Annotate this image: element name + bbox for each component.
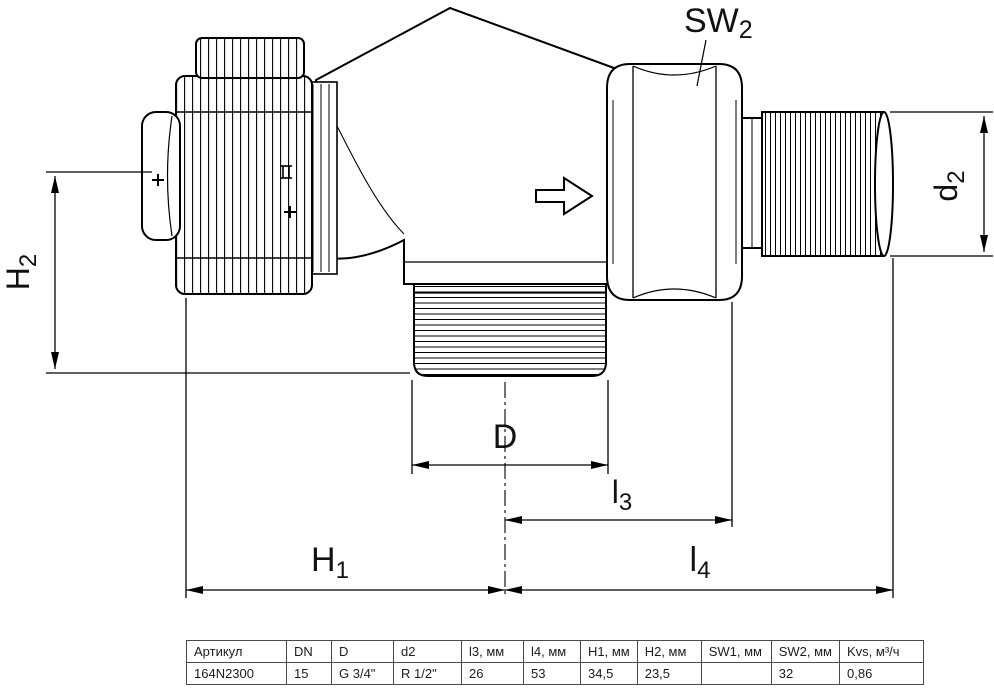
dim-label-d2: d2 <box>928 170 970 201</box>
dim-label-h1-main: H <box>311 541 336 579</box>
col-header-h2: H2, мм <box>636 640 702 663</box>
dim-label-sw2-main: SW <box>684 2 739 40</box>
dimension-h1 <box>185 298 505 598</box>
dim-label-d2-main: d <box>928 184 964 202</box>
col-header-d2: d2 <box>393 640 462 663</box>
dimension-d2 <box>890 111 993 257</box>
dim-label-l4-main: l <box>690 541 698 579</box>
dim-label-l4: l4 <box>690 541 711 584</box>
dim-label-d2-sub: 2 <box>943 170 970 183</box>
cell-d: G 3/4" <box>331 662 394 685</box>
cell-l3: 26 <box>461 662 524 685</box>
valve-technical-drawing: H2 d2 D l3 H1 l4 SW2 <box>0 2 993 598</box>
cell-d2: R 1/2" <box>393 662 462 685</box>
union-nut <box>606 63 743 301</box>
col-header-d: D <box>331 640 394 663</box>
dimension-l4 <box>505 258 894 598</box>
bottom-thread <box>413 283 607 377</box>
dimension-d <box>411 380 609 474</box>
dimension-h2 <box>46 171 410 374</box>
col-header-l4: l4, мм <box>523 640 581 663</box>
cell-h2: 23,5 <box>636 662 702 685</box>
col-header-dn: DN <box>286 640 332 663</box>
cell-kvs: 0,86 <box>839 662 924 685</box>
plus-mark-stem <box>284 206 296 218</box>
cell-articul: 164N2300 <box>186 662 287 685</box>
spec-table-data-row: 164N2300 15 G 3/4" R 1/2" 26 53 34,5 23,… <box>186 662 924 685</box>
flow-arrow-icon <box>535 176 594 216</box>
cell-l4: 53 <box>523 662 581 685</box>
cell-dn: 15 <box>286 662 332 685</box>
dim-label-l3-main: l <box>612 474 619 510</box>
dim-label-h2-sub: 2 <box>15 254 42 267</box>
col-header-h1: H1, мм <box>580 640 638 663</box>
dim-label-l3: l3 <box>612 474 632 516</box>
dim-label-h1-sub: 1 <box>336 557 349 584</box>
dim-label-l4-sub: 4 <box>697 557 710 584</box>
col-header-l3: l3, мм <box>461 640 524 663</box>
spec-table-header-row: Артикул DN D d2 l3, мм l4, мм H1, мм H2,… <box>186 640 924 663</box>
col-header-articul: Артикул <box>186 640 287 663</box>
sw2-leader-line <box>696 39 707 87</box>
col-header-sw2: SW2, мм <box>770 640 841 663</box>
dim-label-h2: H2 <box>0 254 42 290</box>
dim-label-sw2-sub: 2 <box>739 16 753 44</box>
dim-label-sw2: SW2 <box>684 2 753 44</box>
spec-table: Артикул DN D d2 l3, мм l4, мм H1, мм H2,… <box>186 640 924 685</box>
tail-collar <box>741 117 763 249</box>
plus-mark-cap <box>152 174 164 186</box>
col-header-sw1: SW1, мм <box>700 640 772 663</box>
dim-label-l3-sub: 3 <box>619 489 632 516</box>
dim-label-h1: H1 <box>311 541 349 584</box>
head-end-cap <box>141 111 181 241</box>
col-header-kvs: Kvs, м³/ч <box>839 640 924 663</box>
valve-body <box>315 6 615 285</box>
dim-label-h2-main: H <box>0 267 36 290</box>
cell-sw1 <box>700 662 772 685</box>
cell-h1: 34,5 <box>580 662 638 685</box>
tail-thread <box>761 111 894 257</box>
dimension-l3 <box>505 302 733 527</box>
thermostatic-head <box>141 37 313 295</box>
cell-sw2: 32 <box>770 662 841 685</box>
position-mark <box>280 165 292 179</box>
